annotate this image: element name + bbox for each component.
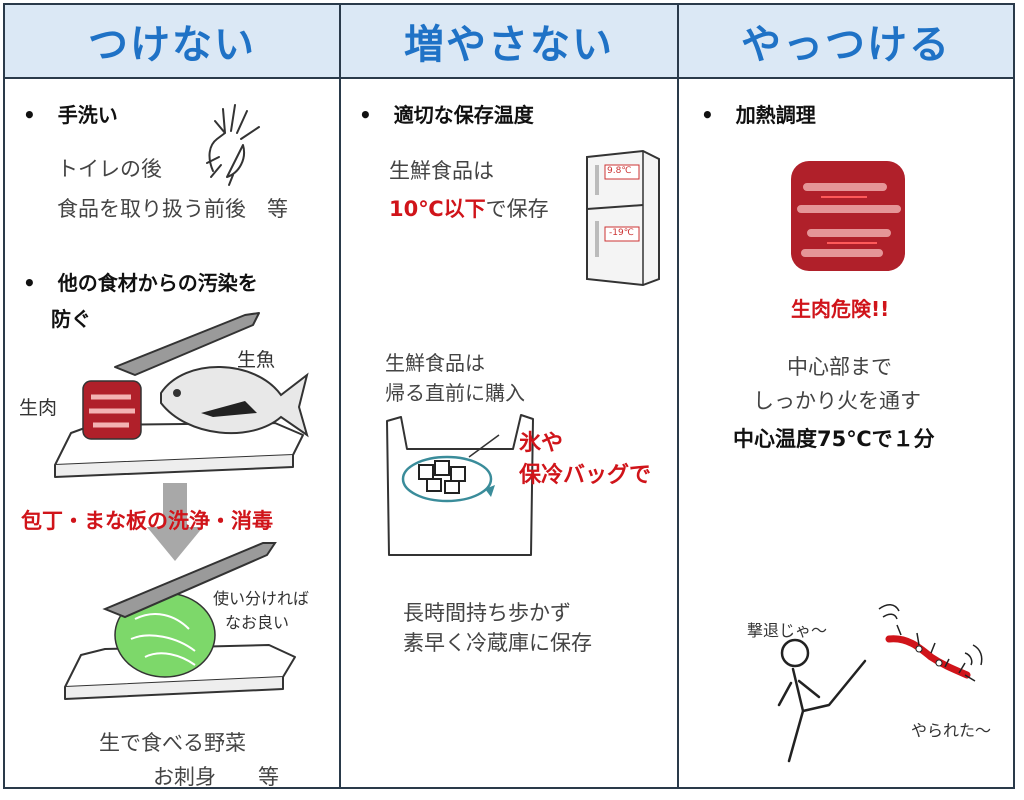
column-yattsukeru: やっつける •加熱調理 生肉危険!! 中心部まで しっかり火を通す 中心温度75… [679,5,1013,787]
text-line: 素早く冷蔵庫に保存 [403,631,592,655]
vegetable-board-illustration [64,542,296,700]
bullet-label: 他の食材からの汚染を [57,271,258,295]
fish-label: 生魚 [237,349,276,371]
core-temperature: 中心温度75℃で１分 [733,427,935,451]
hand-icon [206,104,260,186]
text-line: 帰る直前に購入 [385,381,525,405]
column-header: つけない [5,5,339,79]
raw-meat-icon [791,161,905,271]
cooler-bag-icon [401,455,495,503]
cutting-board-illustration [54,312,309,478]
bacteria-icon [878,604,983,682]
infographic-frame: つけない •手洗い トイレの後 食品を取り扱う前後 等 •他の食材からの汚染を … [3,3,1015,789]
shopping-bag-icon [386,414,534,556]
ice-label: 氷や [519,431,564,456]
raw-meat-icon [82,380,142,440]
text-line: 中心部まで [787,355,892,379]
bullet-item: •加熱調理 [701,103,816,127]
column-tsukenai: つけない •手洗い トイレの後 食品を取り扱う前後 等 •他の食材からの汚染を … [5,5,341,789]
text-line: しっかり火を通す [753,389,921,413]
cabbage-icon [114,592,216,678]
bullet-label: 加熱調理 [735,103,816,127]
bullet-item: •手洗い [23,103,118,127]
kicking-person-icon [777,604,983,763]
wash-instruction: 包丁・まな板の洗浄・消毒 [21,509,273,533]
kick-speech: 撃退じゃ〜 [747,621,828,640]
text-line: トイレの後 [57,157,162,181]
danger-label: 生肉危険!! [791,297,890,321]
down-arrow-icon [147,483,203,561]
fridge-temp-bottom: -19℃ [609,228,634,238]
bullet-label: 手洗い [57,103,118,127]
column-header: 増やさない [341,5,677,79]
text-line: 生鮮食品は [389,159,494,183]
column-fuyasanai: 増やさない •適切な保存温度 生鮮食品は 10℃以下で保存 9.8℃ -19℃ … [341,5,679,787]
text-line: 長時間持ち歩かず [403,601,571,625]
text-line: 生鮮食品は [385,351,485,375]
text-line: 10℃以下で保存 [389,193,549,223]
split-note: 使い分ければ [213,589,310,608]
fridge-icon: 9.8℃ -19℃ [581,147,665,287]
fish-icon [160,366,309,438]
text-line: お刺身 等 [153,765,279,789]
ice-label: 保冷バッグで [519,463,652,488]
text-line: 食品を取り扱う前後 等 [57,197,288,221]
text-line: 生で食べる野菜 [99,731,246,755]
bullet-item: •他の食材からの汚染を [23,271,258,295]
temperature-highlight: 10℃以下 [389,197,486,221]
meat-label: 生肉 [19,397,58,419]
bullet-label: 適切な保存温度 [393,103,534,127]
bacteria-speech: やられた〜 [911,721,992,740]
column-header: やっつける [679,5,1013,79]
text-fragment: で保存 [485,197,549,221]
fridge-temp-top: 9.8℃ [607,166,632,176]
split-note: なお良い [225,613,290,632]
bullet-label: 防ぐ [51,307,91,331]
bullet-item: •適切な保存温度 [359,103,534,127]
